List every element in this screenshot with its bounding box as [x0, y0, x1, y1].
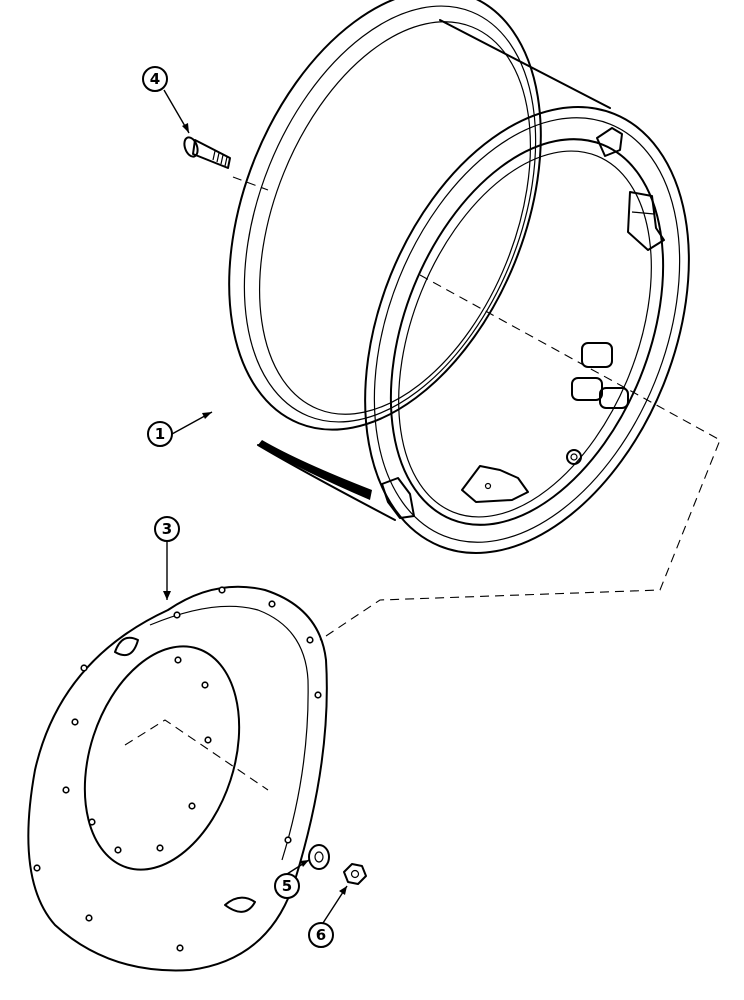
- rim-lug-top: [596, 127, 623, 157]
- callout-1-label: 1: [155, 425, 165, 443]
- rim-lug-bottom-left: [381, 477, 415, 519]
- rim-lug-upper-right: [627, 191, 665, 251]
- callout-3-label: 3: [162, 520, 172, 538]
- wheel-rim: [228, 0, 690, 554]
- callout-6: 6: [308, 885, 348, 948]
- rim-lug-bottom: [461, 465, 529, 503]
- callout-4-label: 4: [150, 70, 160, 88]
- nut: [343, 863, 367, 885]
- callout-3: 3: [154, 516, 180, 600]
- washer: [308, 844, 330, 870]
- callout-5: 5: [274, 859, 310, 899]
- rim-lug-right: [571, 342, 629, 409]
- assembly-dashed-lines: [124, 176, 721, 791]
- bolt: [183, 136, 231, 169]
- callout-1: 1: [147, 411, 213, 447]
- rim-lug-lower-right: [566, 449, 582, 465]
- disc-bolt-holes: [33, 586, 322, 952]
- wheel-disc: [27, 585, 328, 972]
- callout-5-label: 5: [282, 877, 292, 895]
- callout-4: 4: [142, 66, 190, 134]
- callout-6-label: 6: [316, 926, 326, 944]
